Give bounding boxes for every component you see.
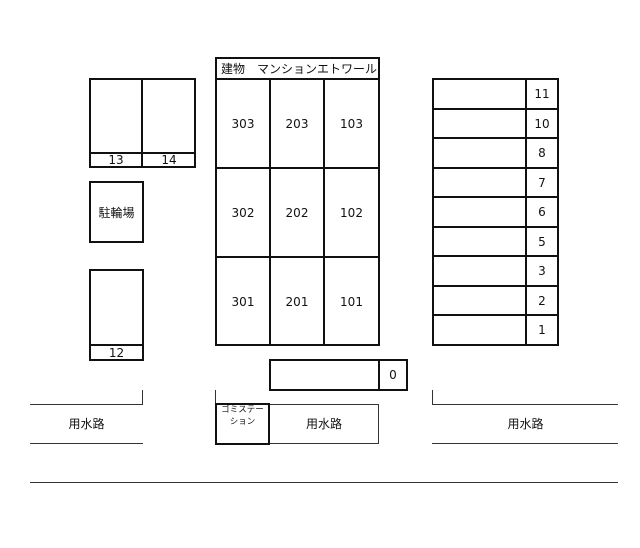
unit-102: 102 (340, 205, 363, 220)
parking-label-3: 3 (538, 264, 546, 278)
canal-line (215, 390, 216, 405)
bike-parking: 駐輪場 (89, 181, 144, 243)
unit-202: 202 (285, 205, 309, 220)
canal-line (30, 443, 143, 444)
parking-label-divider-12 (89, 344, 144, 346)
canal-label-left: 用水路 (68, 417, 105, 431)
parking-label-5: 5 (538, 234, 546, 249)
building (215, 57, 380, 346)
canal-line (269, 404, 379, 405)
parking-label-2: 2 (538, 293, 546, 308)
building-col-divider (269, 79, 271, 345)
parking-label-divider (89, 152, 196, 154)
canal-line (269, 443, 379, 444)
unit-303: 303 (231, 116, 255, 131)
parking-0-divider (378, 359, 380, 391)
canal-line (30, 404, 143, 405)
unit-302: 302 (231, 205, 255, 220)
canal-label-center: 用水路 (305, 417, 342, 431)
parking-space-10 (432, 108, 559, 139)
canal-line (142, 390, 143, 405)
parking-space-0 (269, 359, 408, 391)
building-col-divider (323, 79, 325, 345)
unit-301: 301 (231, 294, 255, 309)
parking-label-6: 6 (538, 205, 546, 219)
building-title: 建物 マンションエトワール (221, 62, 378, 76)
building-row-divider (215, 256, 380, 258)
parking-label-10: 10 (534, 116, 550, 131)
parking-label-8: 8 (538, 146, 546, 160)
unit-201: 201 (285, 294, 309, 309)
parking-label-14: 14 (161, 153, 177, 167)
canal-label-right: 用水路 (507, 417, 544, 431)
parking-label-11: 11 (534, 87, 550, 101)
canal-line (378, 404, 379, 444)
parking-label-0: 0 (389, 368, 397, 382)
garbage-station (215, 403, 270, 445)
parking-space-1 (432, 314, 559, 346)
parking-label-7: 7 (538, 175, 546, 190)
canal-line (432, 443, 618, 444)
building-title-divider (215, 78, 380, 80)
parking-label-1: 1 (538, 323, 546, 337)
parking-label-12: 12 (108, 346, 125, 360)
unit-101: 101 (340, 294, 363, 309)
canal-line (432, 390, 433, 405)
garbage-station-label: ゴミステーション (221, 405, 264, 427)
parking-label-13: 13 (108, 153, 124, 167)
road-line (30, 482, 618, 483)
canal-line (432, 404, 618, 405)
unit-103: 103 (340, 116, 363, 131)
parking-number-divider (525, 78, 527, 346)
unit-203: 203 (285, 116, 309, 131)
building-row-divider (215, 167, 380, 169)
